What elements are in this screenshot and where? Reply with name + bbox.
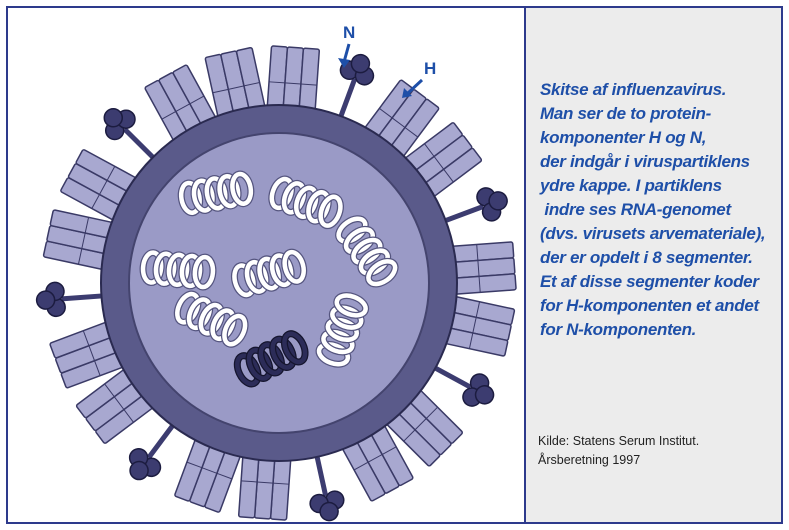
caption-line: indre ses RNA-genomet — [540, 198, 780, 222]
hemagglutinin-spike — [267, 46, 319, 113]
influenza-virus-diagram: N H — [8, 8, 524, 522]
hemagglutinin-spike — [239, 453, 291, 520]
source-line: Årsberetning 1997 — [538, 451, 773, 470]
caption-line: (dvs. virusets arvemateriale), — [540, 222, 780, 246]
caption-line: Man ser de to protein- — [540, 102, 780, 126]
hemagglutinin-spike — [449, 242, 516, 295]
caption-line: ydre kappe. I partiklens — [540, 174, 780, 198]
neuraminidase-spike — [35, 279, 106, 318]
caption-line: der indgår i viruspartiklens — [540, 150, 780, 174]
source-credit: Kilde: Statens Serum Institut. Årsberetn… — [538, 432, 773, 470]
caption-text: Skitse af influenzavirus. Man ser de to … — [540, 78, 780, 342]
neuraminidase-spike — [300, 449, 348, 522]
label-h: H — [402, 59, 436, 98]
caption-line: Et af disse segmenter koder — [540, 270, 780, 294]
caption-line: der er opdelt i 8 segmenter. — [540, 246, 780, 270]
caption-line: komponenter H og N, — [540, 126, 780, 150]
caption-line: for H-komponenten et andet — [540, 294, 780, 318]
caption-line: Skitse af influenzavirus. — [540, 78, 780, 102]
label-h-text: H — [424, 59, 436, 78]
label-n-text: N — [343, 23, 355, 42]
caption-panel: Skitse af influenzavirus. Man ser de to … — [526, 6, 783, 524]
caption-line: for N-komponenten. — [540, 318, 780, 342]
source-line: Kilde: Statens Serum Institut. — [538, 432, 773, 451]
